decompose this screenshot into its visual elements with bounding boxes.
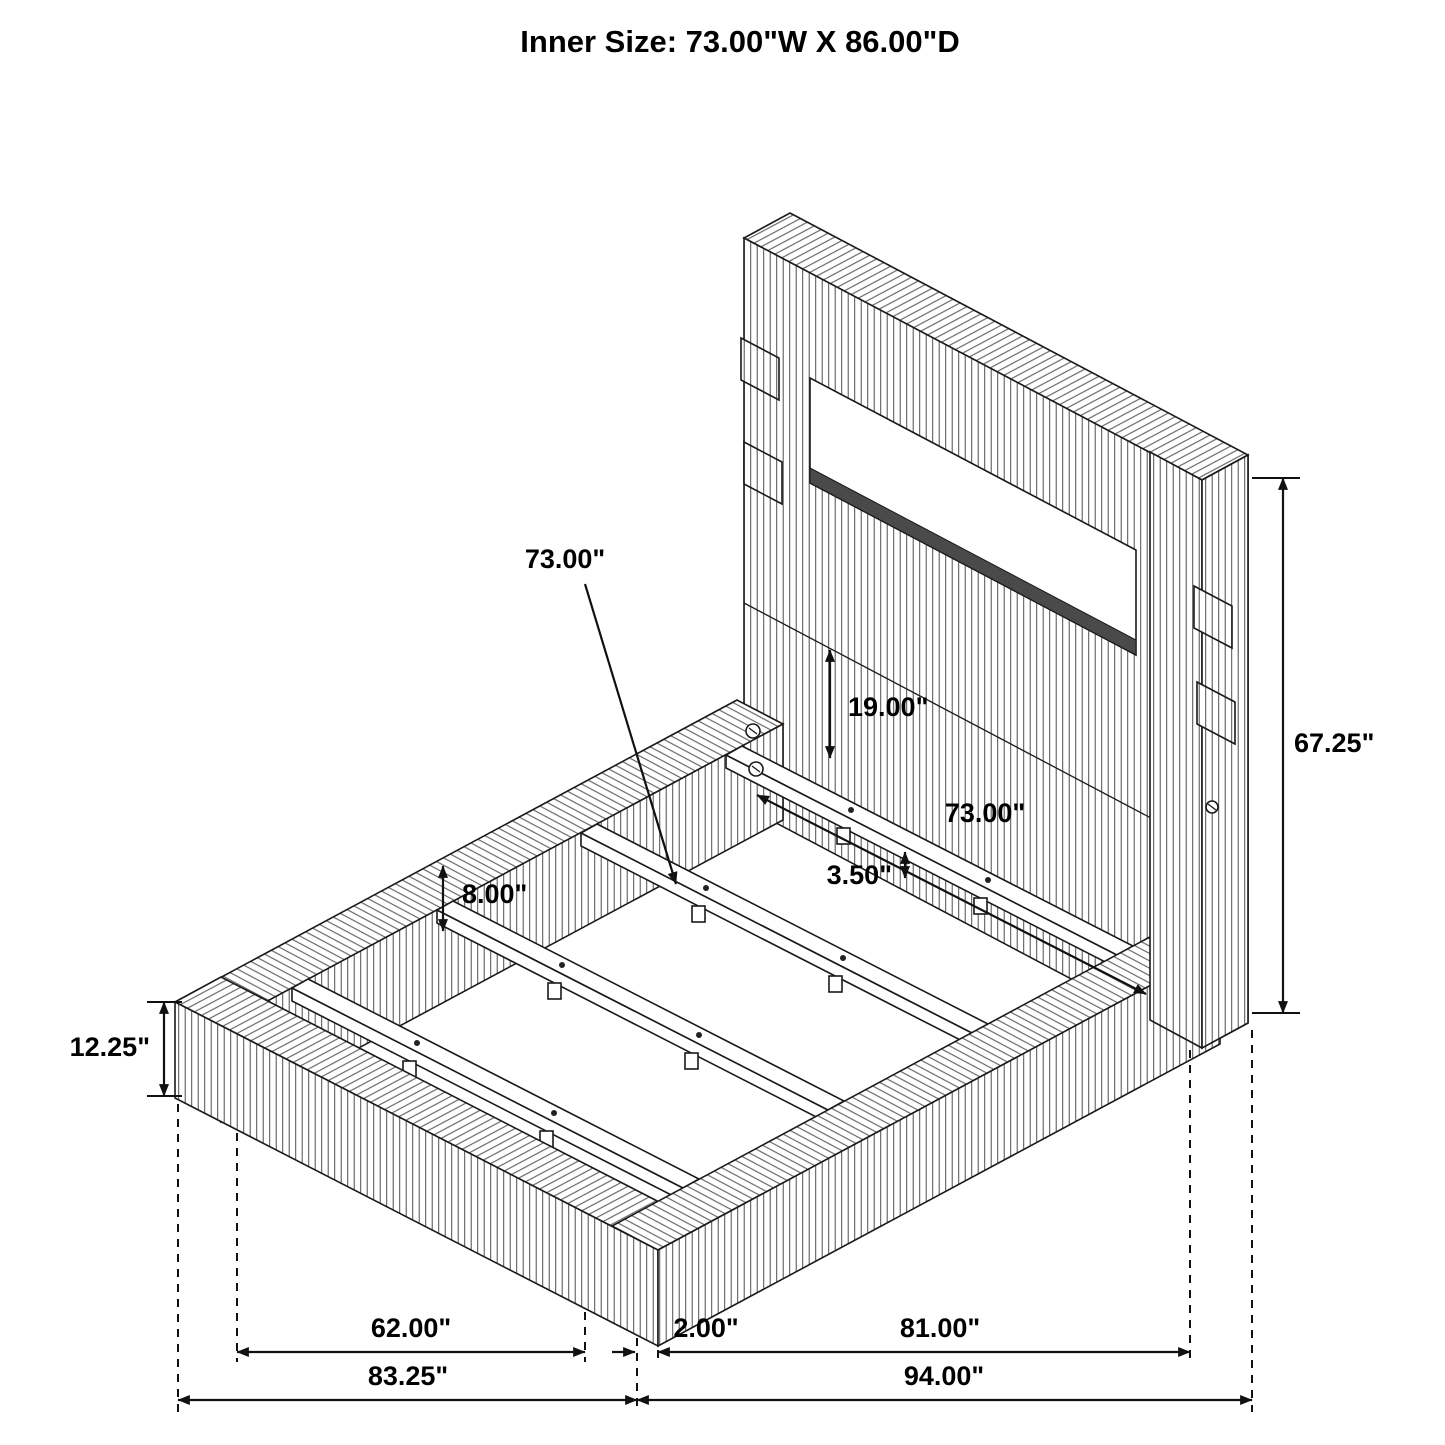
dim-slat-thickness-label: 3.50" [827,860,892,890]
screw-dot [840,955,846,961]
screw-dot [696,1032,702,1038]
bolt-slot [748,727,758,735]
slat-foot [691,905,706,923]
slat-foot [684,1052,699,1070]
dim-slat-to-rail-label: 8.00" [462,879,527,909]
screw-dot [559,962,565,968]
left-post-bolts [745,723,764,777]
screw-dot [551,1110,557,1116]
dim-panel-to-platform-label: 19.00" [848,692,928,722]
left-post-connector-block [743,440,783,506]
right-post-connector-block [1193,584,1233,650]
dim-slat-length-label: 73.00" [525,544,605,574]
headboard-right-post [1149,450,1249,1050]
dim-inner-width-label: 73.00" [945,798,1025,828]
screw-dot [985,877,991,883]
dim-rail-height-label: 12.25" [70,1032,150,1062]
page-title: Inner Size: 73.00"W X 86.00"D [520,24,959,59]
dimensions: 73.00" 19.00" 73.00" 3.50" 8.00" 67.25" … [70,477,1374,1412]
dim-foot-outer-width-label: 83.25" [368,1361,448,1391]
dim-headboard-height-label: 67.25" [1294,728,1374,758]
right-post-front-face [1149,450,1203,1050]
dim-side-rail-span-label: 81.00" [900,1313,980,1343]
screw-dot [414,1040,420,1046]
slat-foot [828,975,843,993]
dim-slat-length-leader [583,583,678,885]
dim-foot-inner-width-label: 62.00" [371,1313,451,1343]
bolt-slot [751,765,761,773]
slat-foot [547,982,562,1000]
led-strip [809,467,1137,656]
right-post-connector-block [1196,680,1236,746]
dim-overall-depth-label: 94.00" [904,1361,984,1391]
right-rail-outer-face [657,946,1221,1348]
right-post-side-face [1201,453,1249,1050]
dim-inner-width-line [756,794,1147,995]
screw-dot [848,807,854,813]
bolt-slot [1207,803,1217,811]
screw-dot [703,885,709,891]
dim-frame-gap-label: 2.00" [673,1313,738,1343]
left-post-connector-block [740,336,780,402]
